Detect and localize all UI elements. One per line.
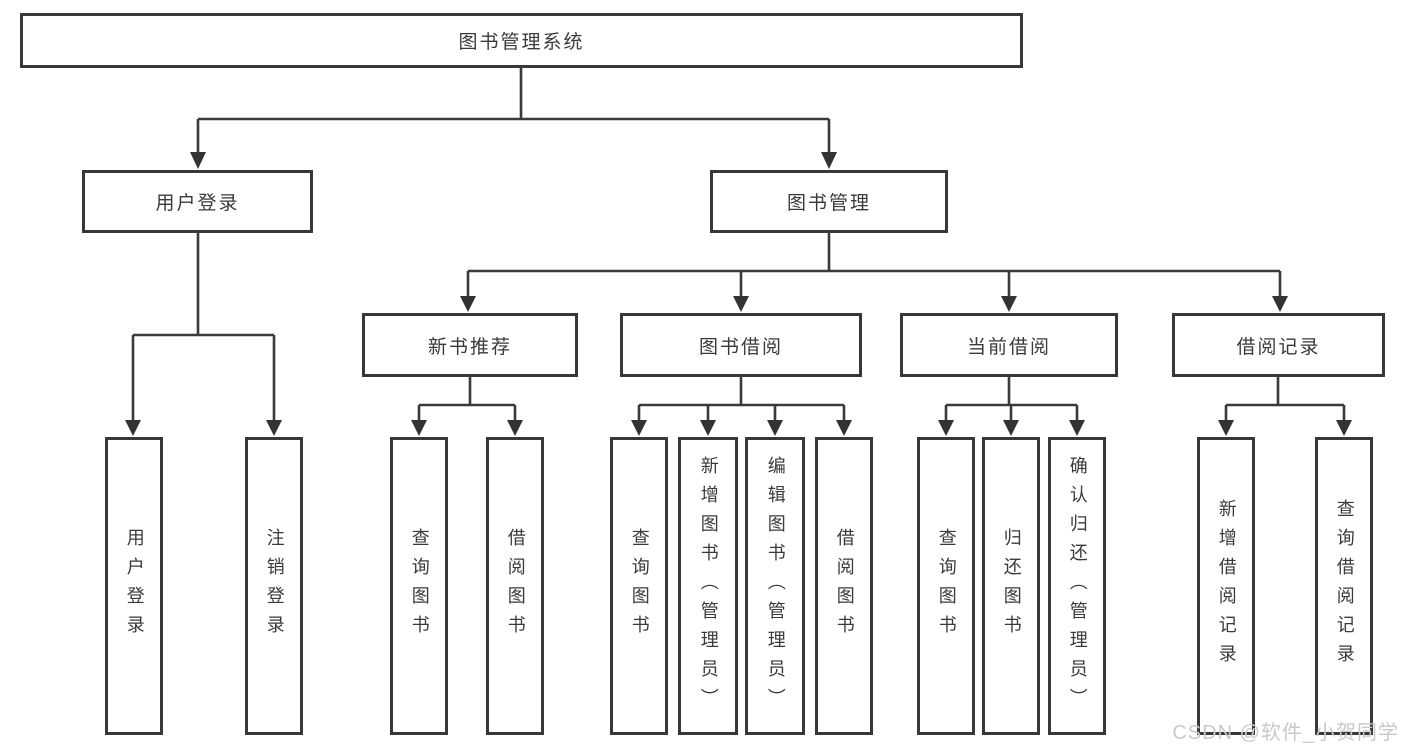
- leaf-add-book-admin-label: 新增图书（管理员）: [698, 455, 719, 717]
- leaf-user-login-label: 用户登录: [124, 528, 145, 644]
- node-book-management: 图书管理: [710, 170, 948, 233]
- leaf-return-book: 归还图书: [982, 437, 1040, 735]
- connector-borrow-records-children: [1218, 377, 1352, 436]
- leaf-query-books-current-label: 查询图书: [936, 528, 957, 644]
- node-borrow-records: 借阅记录: [1172, 313, 1385, 377]
- leaf-borrow-books: 借阅图书: [815, 437, 873, 735]
- node-new-book-recommend-label: 新书推荐: [427, 336, 512, 358]
- leaf-confirm-return-admin: 确认归还（管理员）: [1048, 437, 1106, 735]
- leaf-borrow-books-recommend: 借阅图书: [486, 437, 544, 735]
- node-user-login-label: 用户登录: [155, 193, 240, 214]
- leaf-borrow-books-label: 借阅图书: [834, 528, 855, 644]
- node-root: 图书管理系统: [20, 13, 1023, 68]
- connector-new-book-recommend-children: [411, 377, 523, 436]
- leaf-query-books-recommend: 查询图书: [390, 437, 448, 735]
- leaf-edit-book-admin: 编辑图书（管理员）: [745, 437, 805, 735]
- leaf-logout: 注销登录: [245, 437, 303, 735]
- node-root-label: 图书管理系统: [458, 32, 585, 53]
- leaf-query-books-recommend-label: 查询图书: [409, 528, 430, 644]
- leaf-add-borrow-record: 新增借阅记录: [1197, 437, 1255, 735]
- leaf-query-borrow-record-label: 查询借阅记录: [1334, 499, 1355, 673]
- connector-user-login-children: [125, 233, 282, 436]
- leaf-logout-label: 注销登录: [264, 528, 285, 644]
- connector-current-borrow-children: [938, 377, 1085, 436]
- connector-book-borrow-children: [631, 377, 852, 436]
- node-user-login: 用户登录: [82, 170, 313, 233]
- watermark: CSDN @软件_小贺同学: [1172, 722, 1399, 744]
- leaf-query-books-borrow: 查询图书: [610, 437, 668, 735]
- node-book-borrow-label: 图书借阅: [698, 336, 783, 358]
- leaf-edit-book-admin-label: 编辑图书（管理员）: [765, 455, 786, 717]
- node-borrow-records-label: 借阅记录: [1236, 336, 1321, 358]
- leaf-query-books-current: 查询图书: [917, 437, 975, 735]
- leaf-query-borrow-record: 查询借阅记录: [1315, 437, 1373, 735]
- connector-root-to-level2: [190, 68, 837, 169]
- leaf-add-book-admin: 新增图书（管理员）: [678, 437, 738, 735]
- leaf-user-login: 用户登录: [105, 437, 163, 735]
- leaf-add-borrow-record-label: 新增借阅记录: [1216, 499, 1237, 673]
- node-current-borrow: 当前借阅: [900, 313, 1118, 377]
- leaf-borrow-books-recommend-label: 借阅图书: [505, 528, 526, 644]
- node-book-borrow: 图书借阅: [620, 313, 862, 377]
- leaf-return-book-label: 归还图书: [1001, 528, 1022, 644]
- node-current-borrow-label: 当前借阅: [966, 336, 1051, 358]
- leaf-confirm-return-admin-label: 确认归还（管理员）: [1067, 455, 1088, 717]
- connector-book-management-children: [460, 233, 1288, 312]
- node-new-book-recommend: 新书推荐: [362, 313, 578, 377]
- node-book-management-label: 图书管理: [786, 193, 871, 214]
- leaf-query-books-borrow-label: 查询图书: [629, 528, 650, 644]
